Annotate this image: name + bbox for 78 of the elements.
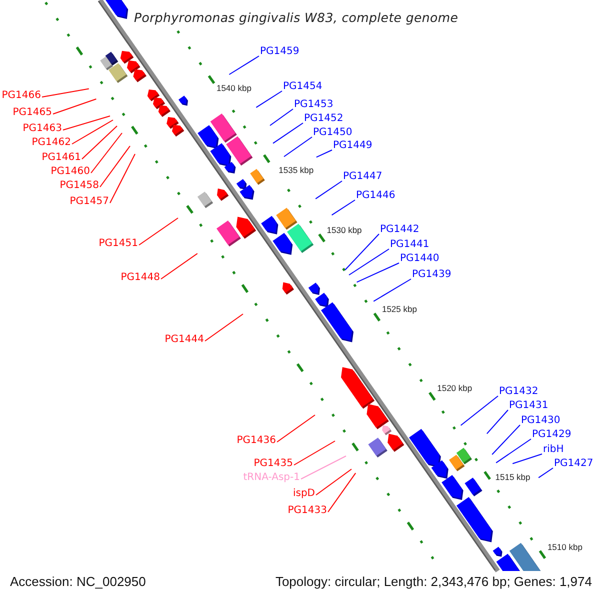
gene-label: PG1447 [343, 171, 382, 183]
scale-label: 1525 kbp [382, 304, 417, 314]
leader-line [512, 454, 542, 464]
gene-label: PG1463 [22, 123, 62, 135]
leader-line [373, 278, 412, 302]
gene-label: PG1440 [400, 253, 440, 265]
leader-line [344, 234, 380, 270]
leader-line [90, 132, 122, 174]
gene-label: PG1427 [554, 458, 594, 470]
gene-label: PG1441 [390, 239, 430, 251]
leader-line [316, 468, 352, 496]
gene-label: PG1446 [356, 190, 396, 202]
leader-line [160, 253, 198, 280]
scale-label: 1535 kbp [278, 164, 314, 175]
scale-label: 1520 kbp [437, 383, 472, 394]
leader-line [272, 122, 304, 144]
leader-line [294, 440, 336, 466]
gene-label: PG1444 [164, 334, 204, 346]
gene-label: PG1433 [288, 505, 327, 517]
leader-line [110, 154, 136, 204]
leader-line [256, 90, 282, 108]
leader-line [356, 262, 400, 283]
gene-label: PG1458 [60, 180, 99, 192]
gene-label: PG1451 [98, 238, 138, 250]
gene-label: PG1439 [412, 269, 452, 281]
scale-label: 1530 kbp [326, 224, 362, 235]
gene-label: PG1466 [2, 90, 41, 102]
gene-label: PG1462 [32, 137, 71, 149]
gene-label: ispD [292, 488, 315, 500]
gene-label: PG1453 [294, 99, 334, 111]
leader-line [82, 126, 118, 160]
accession-text: Accession: NC_002950 [10, 574, 146, 589]
gene-label: PG1448 [120, 272, 160, 284]
leader-line [276, 414, 316, 442]
leader-line [348, 248, 390, 276]
leader-line [300, 456, 346, 480]
leader-line [486, 410, 508, 434]
leader-line [204, 314, 244, 342]
leader-line [100, 146, 130, 188]
gene-label: PG1432 [499, 386, 538, 398]
gene-label: tRNA-Asp-1 [243, 472, 300, 484]
leader-line [228, 56, 260, 75]
leader-line [331, 200, 356, 216]
gene-label: PG1460 [50, 166, 90, 178]
leader-line [284, 136, 312, 158]
gene-label: ribH [543, 444, 564, 456]
gene-label: PG1429 [532, 429, 572, 441]
leader-line [316, 150, 332, 158]
gene-label: PG1459 [260, 46, 300, 58]
gene-label: PG1431 [509, 400, 548, 412]
leader-line [492, 424, 520, 455]
gene-label: PG1450 [313, 127, 352, 139]
leader-line [315, 180, 342, 200]
leader-line [460, 396, 498, 426]
leader-line [328, 472, 356, 512]
gene-label: PG1449 [333, 140, 372, 152]
scale-label: 1510 kbp [547, 542, 582, 552]
gene-label: PG1430 [521, 415, 560, 427]
genome-summary-text: Topology: circular; Length: 2,343,476 bp; Genes: 1,974 [275, 574, 592, 589]
leader-line [496, 438, 532, 464]
leader-line [62, 116, 110, 130]
scale-label: 1540 kbp [216, 82, 252, 93]
leader-line [538, 468, 554, 478]
leader-line [138, 218, 178, 246]
gene-label: PG1435 [254, 458, 293, 470]
gene-label: PG1465 [12, 107, 52, 119]
leader-line [270, 108, 294, 126]
diagram-title: Porphyromonas gingivalis W83, complete genome [134, 10, 458, 25]
gene-label: PG1454 [283, 81, 322, 93]
gene-label: PG1442 [380, 224, 420, 236]
scale-label: 1515 kbp [495, 472, 530, 482]
gene-label: PG1457 [70, 196, 109, 208]
gene-label: PG1461 [42, 152, 81, 164]
leader-line [72, 120, 114, 144]
leader-line [42, 88, 90, 98]
leader-line [52, 98, 97, 114]
gene-label: PG1452 [304, 113, 344, 125]
gene-label: PG1436 [236, 435, 276, 447]
